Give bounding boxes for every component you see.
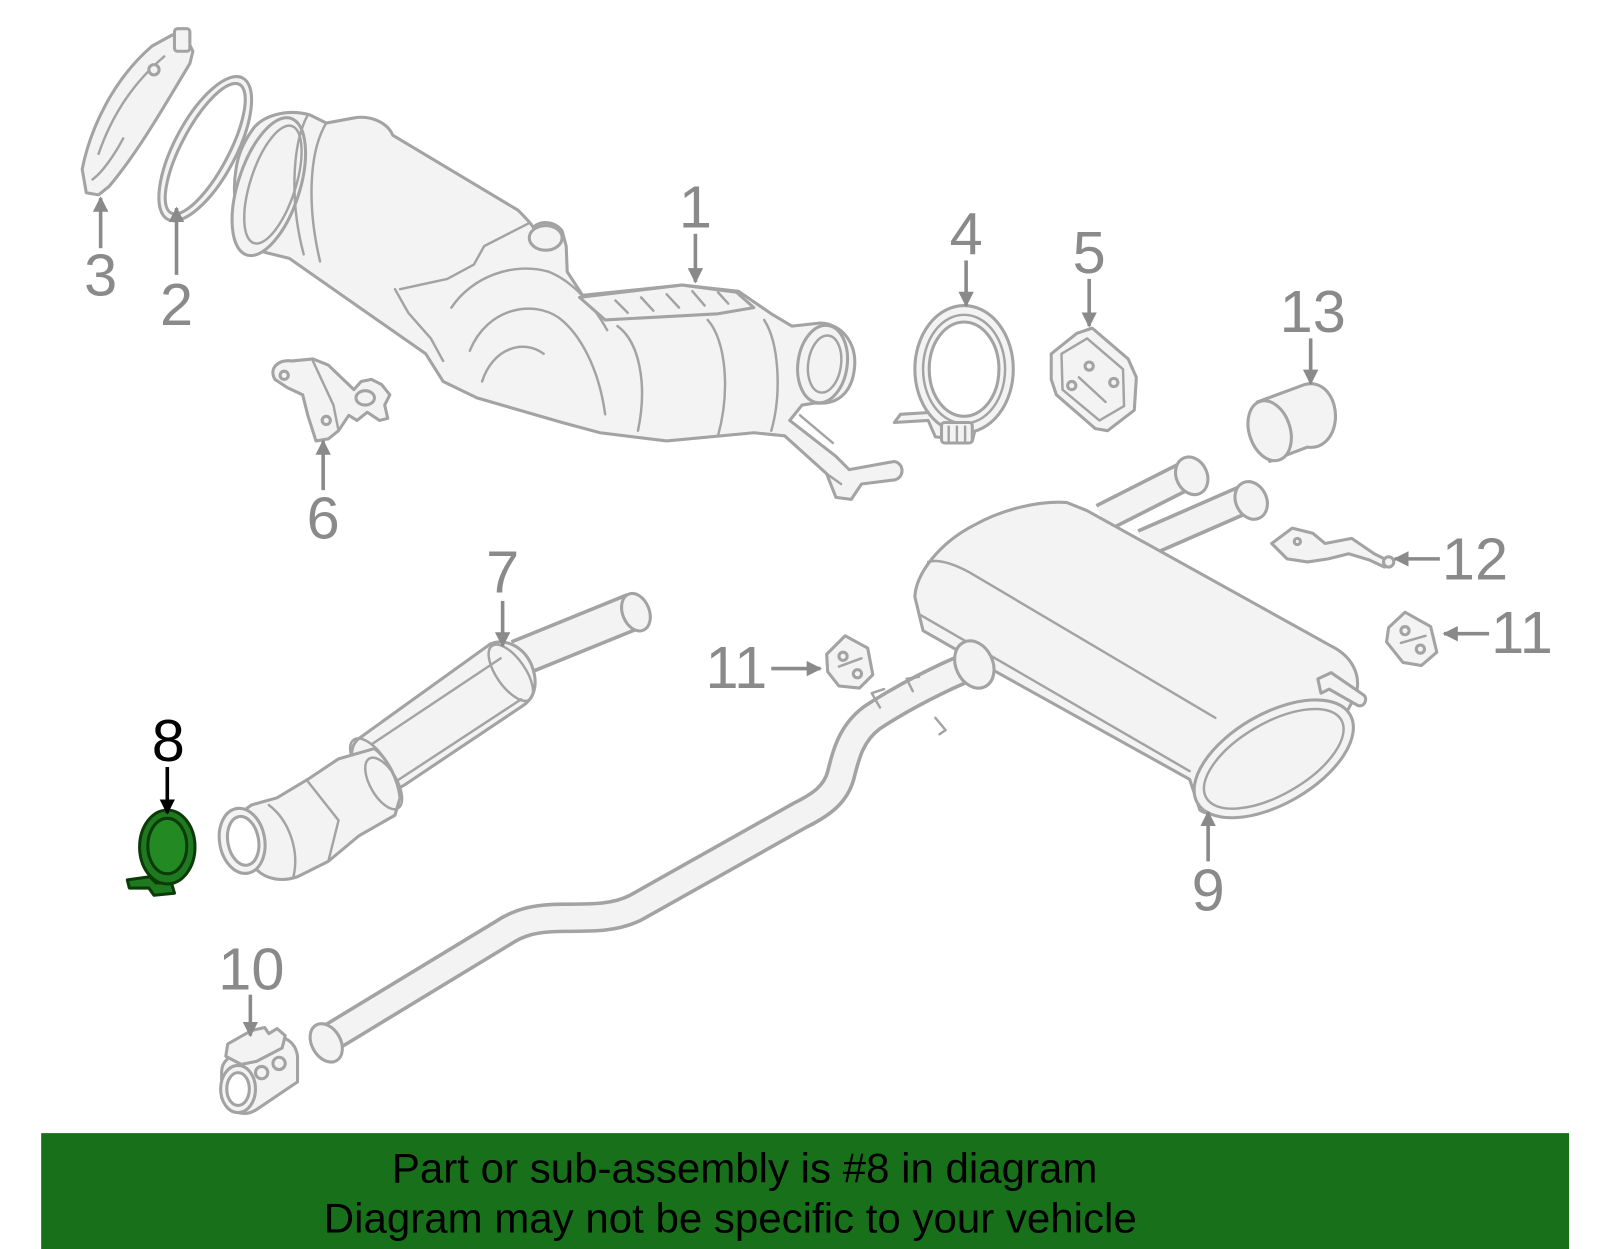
part-5-rubber-mount <box>1049 326 1138 433</box>
callout-label-13: 13 <box>1280 278 1346 345</box>
banner-line-2: Diagram may not be specific to your vehi… <box>324 1195 1137 1242</box>
callout-label-9: 9 <box>1192 857 1225 924</box>
callout-label-2: 2 <box>160 271 193 338</box>
part-6-bracket <box>271 357 392 443</box>
callout-label-6: 6 <box>307 484 340 551</box>
callout-label-7: 7 <box>486 539 519 606</box>
callout-arrows <box>92 196 1490 1038</box>
part-3-clamp-shell <box>80 27 195 197</box>
part-8-clamp-highlighted <box>125 808 197 897</box>
banner-background <box>41 1133 1570 1249</box>
part-12-bracket <box>1270 526 1396 569</box>
part-13-exhaust-tip <box>1246 382 1337 463</box>
callout-labels: 1 2 3 4 5 6 7 8 9 10 11 11 12 13 <box>84 174 1553 1003</box>
callout-label-11-left: 11 <box>705 634 767 701</box>
callout-label-11-right: 11 <box>1491 599 1553 666</box>
callout-label-3: 3 <box>84 241 117 308</box>
part-7-intermediate-pipe <box>217 591 652 881</box>
callout-label-12: 12 <box>1442 525 1508 592</box>
part-11-hanger-right <box>1385 610 1439 668</box>
callout-label-8: 8 <box>152 707 185 774</box>
part-1-catalytic-converter <box>230 111 904 501</box>
part-11-hanger-left <box>825 634 875 690</box>
callout-label-5: 5 <box>1073 219 1106 286</box>
info-banner: Part or sub-assembly is #8 in diagram Di… <box>41 1133 1570 1249</box>
part-4-band-clamp <box>892 304 1015 445</box>
callout-label-4: 4 <box>950 200 983 267</box>
part-10-clamp <box>219 1025 300 1115</box>
callout-label-1: 1 <box>679 174 712 241</box>
banner-line-1: Part or sub-assembly is #8 in diagram <box>392 1144 1097 1191</box>
part-9-rear-muffler <box>308 455 1368 1064</box>
callout-label-10: 10 <box>218 936 284 1003</box>
part-2-ring-gasket <box>157 75 254 223</box>
